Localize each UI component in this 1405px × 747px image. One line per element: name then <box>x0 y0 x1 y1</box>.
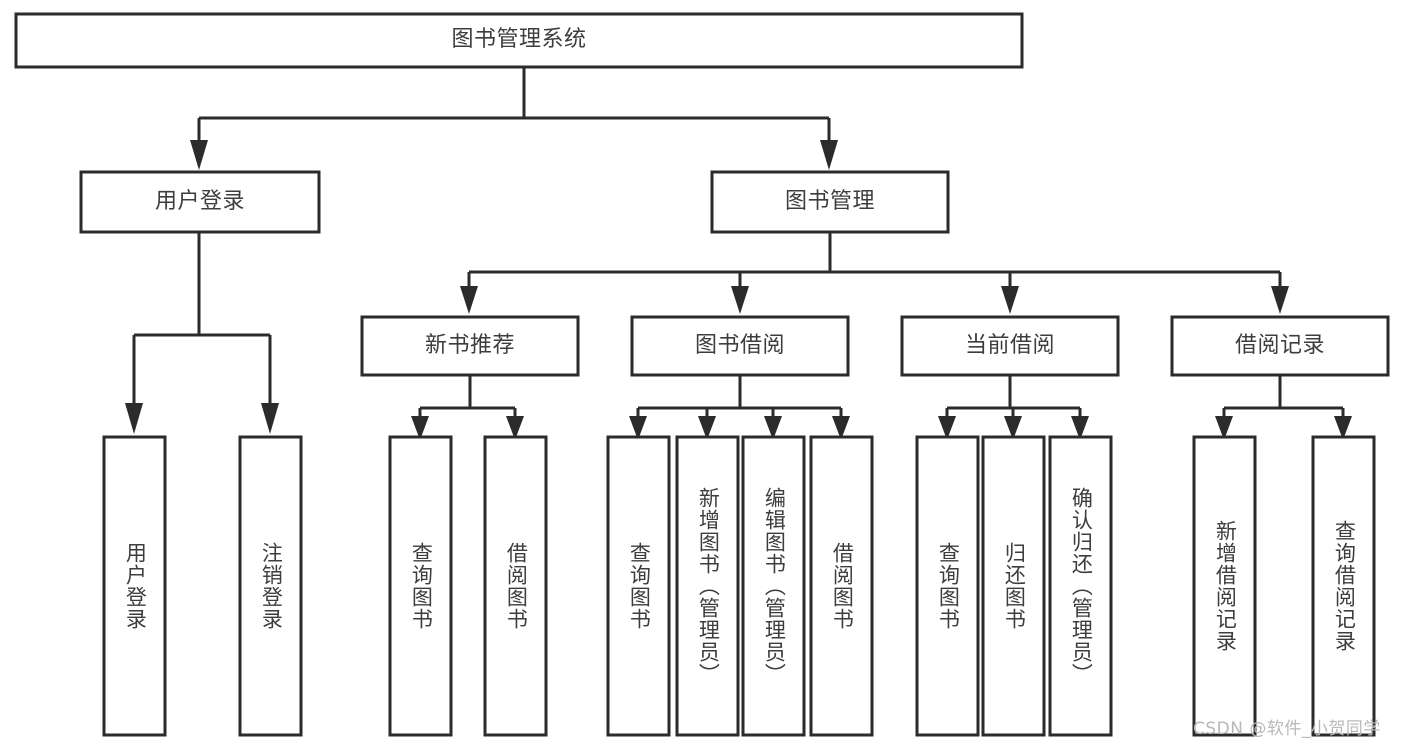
arrow-to-leaf-logout <box>261 403 279 434</box>
node-current-borrow-box[interactable] <box>900 315 1120 377</box>
arrow-nb-leaf-2 <box>506 416 524 440</box>
leaf-box-bb-add[interactable] <box>675 435 740 737</box>
arrow-bb-leaf-4 <box>832 416 850 440</box>
leaf-box-bb-query[interactable] <box>606 435 671 737</box>
arrow-bb-leaf-1 <box>629 416 647 440</box>
arrow-to-current-borrow <box>1001 286 1019 314</box>
node-new-book-box[interactable] <box>360 315 580 377</box>
arrow-cb-leaf-2 <box>1004 416 1022 440</box>
arrow-br-leaf-2 <box>1334 416 1352 440</box>
arrow-bb-leaf-2 <box>698 416 716 440</box>
leaf-box-br-add[interactable] <box>1192 435 1257 737</box>
arrow-to-new-book <box>460 286 478 314</box>
node-book-borrow-box[interactable] <box>630 315 850 377</box>
arrow-to-book-borrow <box>731 286 749 314</box>
arrow-bb-leaf-3 <box>764 416 782 440</box>
leaf-box-nb-query[interactable] <box>388 435 453 737</box>
leaf-box-logout[interactable] <box>238 435 303 737</box>
leaf-box-bb-edit[interactable] <box>741 435 806 737</box>
leaf-box-cb-query[interactable] <box>915 435 980 737</box>
arrow-to-borrow-records <box>1271 286 1289 314</box>
arrow-to-leaf-user-login <box>125 403 143 434</box>
arrow-cb-leaf-1 <box>938 416 956 440</box>
arrow-nb-leaf-1 <box>411 416 429 440</box>
leaf-box-user-login[interactable] <box>102 435 167 737</box>
leaf-box-cb-confirm[interactable] <box>1048 435 1113 737</box>
arrow-br-leaf-1 <box>1215 416 1233 440</box>
arrow-to-user-login <box>190 140 208 170</box>
node-user-login-box[interactable] <box>79 170 321 234</box>
arrow-to-book-mgmt <box>820 140 838 170</box>
leaf-box-nb-borrow[interactable] <box>483 435 548 737</box>
node-root-box[interactable] <box>14 12 1024 69</box>
node-borrow-records-box[interactable] <box>1170 315 1390 377</box>
node-book-management-box[interactable] <box>710 170 950 234</box>
leaf-box-br-query[interactable] <box>1311 435 1376 737</box>
arrow-cb-leaf-3 <box>1071 416 1089 440</box>
leaf-box-bb-borrow[interactable] <box>809 435 874 737</box>
leaf-box-cb-return[interactable] <box>981 435 1046 737</box>
